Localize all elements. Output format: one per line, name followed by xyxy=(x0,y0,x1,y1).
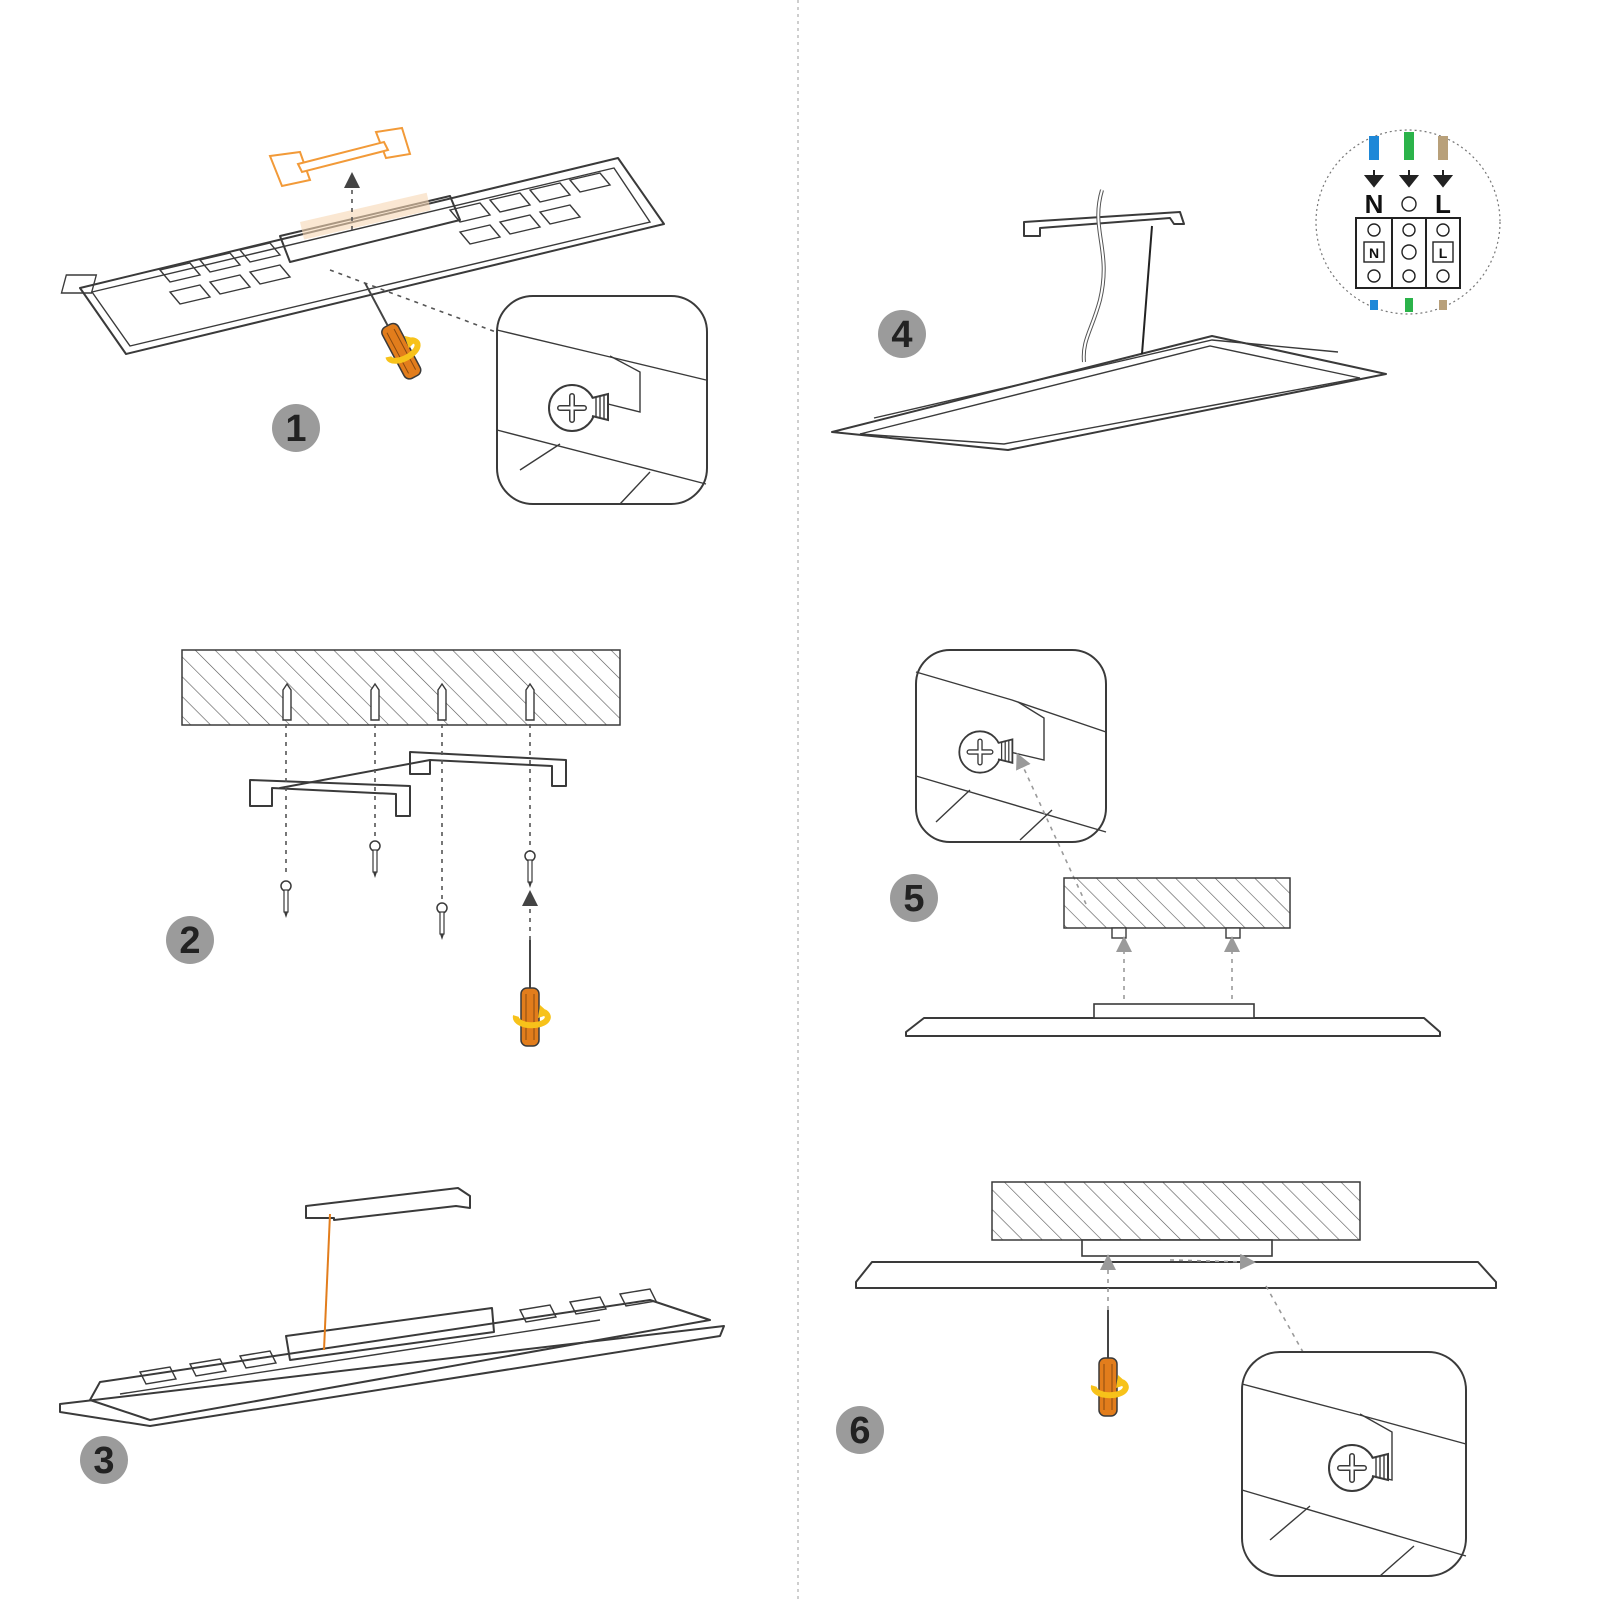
step-number: 5 xyxy=(903,878,924,920)
step-3-badge: 3 xyxy=(80,1436,128,1484)
step-number: 4 xyxy=(891,314,912,356)
step-number: 3 xyxy=(93,1440,114,1482)
detail-callout-6 xyxy=(1241,1351,1467,1577)
detail-callout-5 xyxy=(915,649,1107,843)
step-number: 1 xyxy=(285,408,306,450)
step-2-badge: 2 xyxy=(166,916,214,964)
ceiling-block xyxy=(181,649,621,726)
step-number: 2 xyxy=(179,920,200,962)
ceiling-block xyxy=(1063,877,1291,929)
step-6-badge: 6 xyxy=(836,1406,884,1454)
step-number: 6 xyxy=(849,1410,870,1452)
wiring-diagram: N L N L xyxy=(1315,129,1501,315)
step-2-illustration: 2 xyxy=(166,649,621,1046)
detail-callout-1 xyxy=(496,295,708,505)
step-4-badge: 4 xyxy=(878,310,926,358)
live-label: L xyxy=(1435,189,1451,219)
mounting-bracket-highlight xyxy=(268,126,412,188)
step-1-illustration: 1 xyxy=(60,126,708,505)
step-6-illustration: 6 xyxy=(836,1181,1497,1577)
ceiling-block xyxy=(991,1181,1361,1241)
neutral-terminal-label: N xyxy=(1369,245,1379,261)
step-5-illustration: 5 xyxy=(890,649,1441,1037)
step-4-illustration: N L N L 4 xyxy=(831,129,1501,451)
step-1-badge: 1 xyxy=(272,404,320,452)
live-terminal-label: L xyxy=(1439,245,1448,261)
neutral-label: N xyxy=(1365,189,1384,219)
step-3-illustration: 3 xyxy=(59,1187,725,1484)
step-5-badge: 5 xyxy=(890,874,938,922)
earth-icon xyxy=(1401,196,1417,212)
